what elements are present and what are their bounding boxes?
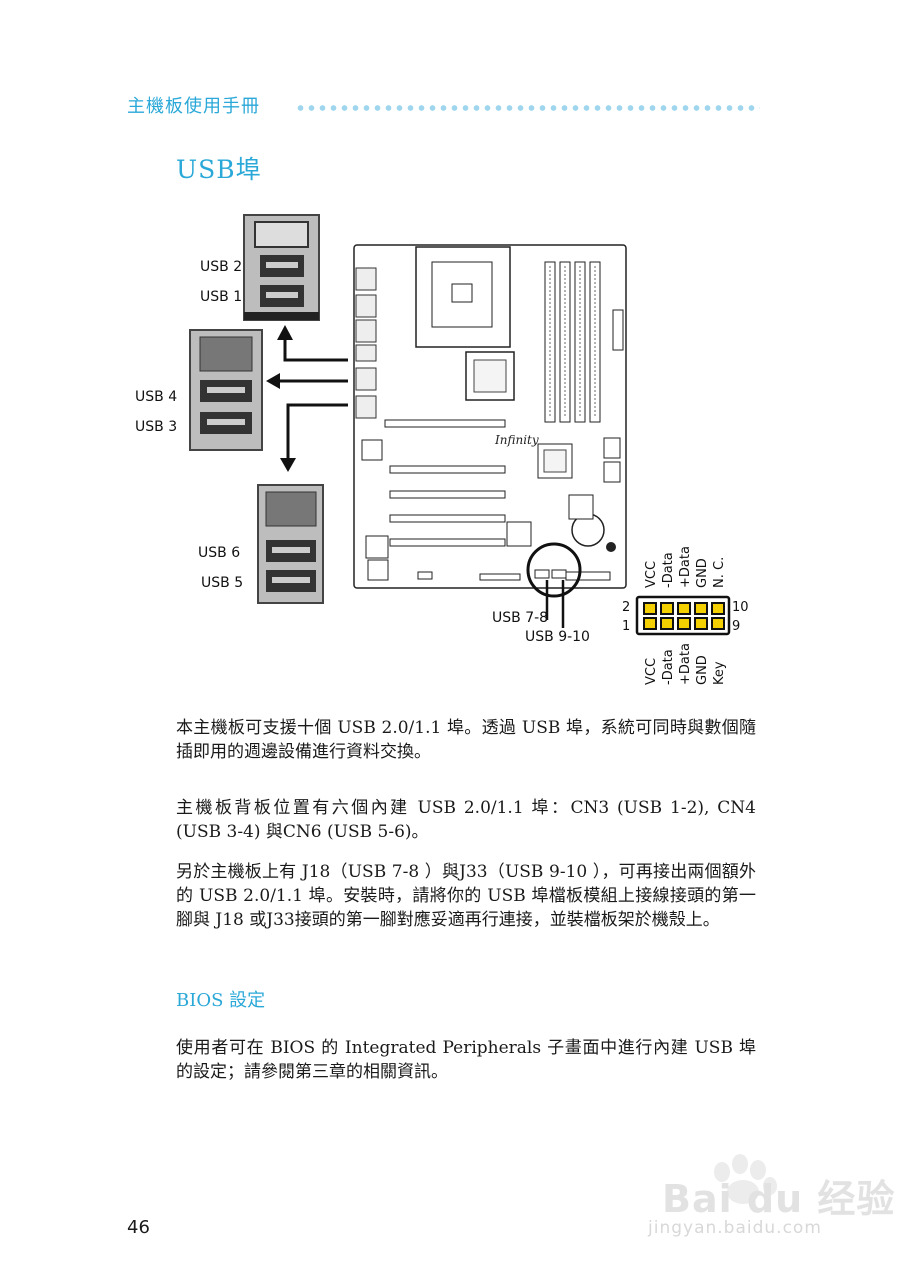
top-pin-label-nc: N. C. [712, 557, 727, 588]
top-pin-label-vcc: VCC [644, 561, 659, 588]
bottom-pin-label-vcc: VCC [644, 658, 659, 685]
paragraph-onboard-headers: 另於主機板上有 J18（USB 7-8 ）與J33（USB 9-10 ），可再接… [176, 862, 756, 930]
usb-pin-header [635, 595, 731, 636]
bios-settings-title: BIOS 設定 [176, 990, 266, 1011]
bottom-pin-label-minus-data: -Data [661, 649, 676, 685]
pin-1 [643, 617, 657, 630]
top-pin-label-minus-data: -Data [661, 552, 676, 588]
bottom-pin-label-plus-data: +Data [678, 643, 693, 685]
bottom-pin-label-key: Key [712, 661, 727, 685]
pin-7 [694, 617, 708, 630]
pin-3 [660, 617, 674, 630]
watermark-paw-icon [714, 1154, 777, 1204]
pin-6 [677, 602, 691, 615]
pin-5 [677, 617, 691, 630]
board-brand-logo: Infinity [494, 433, 539, 447]
label-usb-2: USB 2 [200, 259, 242, 275]
back-port-stack-usb3-4 [189, 329, 263, 451]
pin-8 [694, 602, 708, 615]
top-pin-label-gnd: GND [695, 558, 710, 588]
paragraph-usb-overview: 本主機板可支援十個 USB 2.0/1.1 埠。透過 USB 埠，系統可同時與數… [176, 718, 756, 762]
top-pin-label-plus-data: +Data [678, 546, 693, 588]
watermark-url: jingyan.baidu.com [648, 1218, 822, 1238]
page-number: 46 [127, 1217, 150, 1238]
watermark-brand: Bai du 经验 [662, 1177, 896, 1221]
pin-10 [711, 602, 725, 615]
pin-number-9: 9 [732, 619, 740, 634]
pin-9-key [711, 617, 725, 630]
section-title: USB埠 [176, 155, 262, 184]
label-usb-3: USB 3 [135, 419, 177, 435]
bottom-pin-label-gnd: GND [695, 655, 710, 685]
paragraph-rear-ports: 主機板背板位置有六個內建 USB 2.0/1.1 埠：CN3 (USB 1-2)… [176, 798, 756, 842]
label-usb-6: USB 6 [198, 545, 240, 561]
arrow-down-icon [280, 403, 348, 472]
arrow-left-icon [266, 373, 348, 389]
manual-header-title: 主機板使用手冊 [127, 96, 260, 117]
arrow-up-icon [277, 325, 348, 362]
label-usb-4: USB 4 [135, 389, 177, 405]
label-usb-9-10: USB 9-10 [525, 629, 590, 645]
pin-2 [643, 602, 657, 615]
back-port-stack-usb1-2 [243, 214, 320, 321]
usb-location-diagram: USB 2 USB 1 USB 4 USB 3 USB 6 USB 5 [135, 214, 749, 685]
back-port-stack-usb5-6 [257, 484, 324, 604]
label-usb-1: USB 1 [200, 289, 242, 305]
motherboard-outline [353, 244, 627, 598]
paragraph-bios-settings: 使用者可在 BIOS 的 Integrated Peripherals 子畫面中… [176, 1038, 756, 1082]
pin-4 [660, 602, 674, 615]
label-usb-7-8: USB 7-8 [492, 610, 548, 626]
label-usb-5: USB 5 [201, 575, 243, 591]
pin-number-2: 2 [622, 600, 630, 615]
header-dot-rule [295, 104, 760, 112]
pin-number-10: 10 [732, 600, 749, 615]
pin-number-1: 1 [622, 619, 630, 634]
